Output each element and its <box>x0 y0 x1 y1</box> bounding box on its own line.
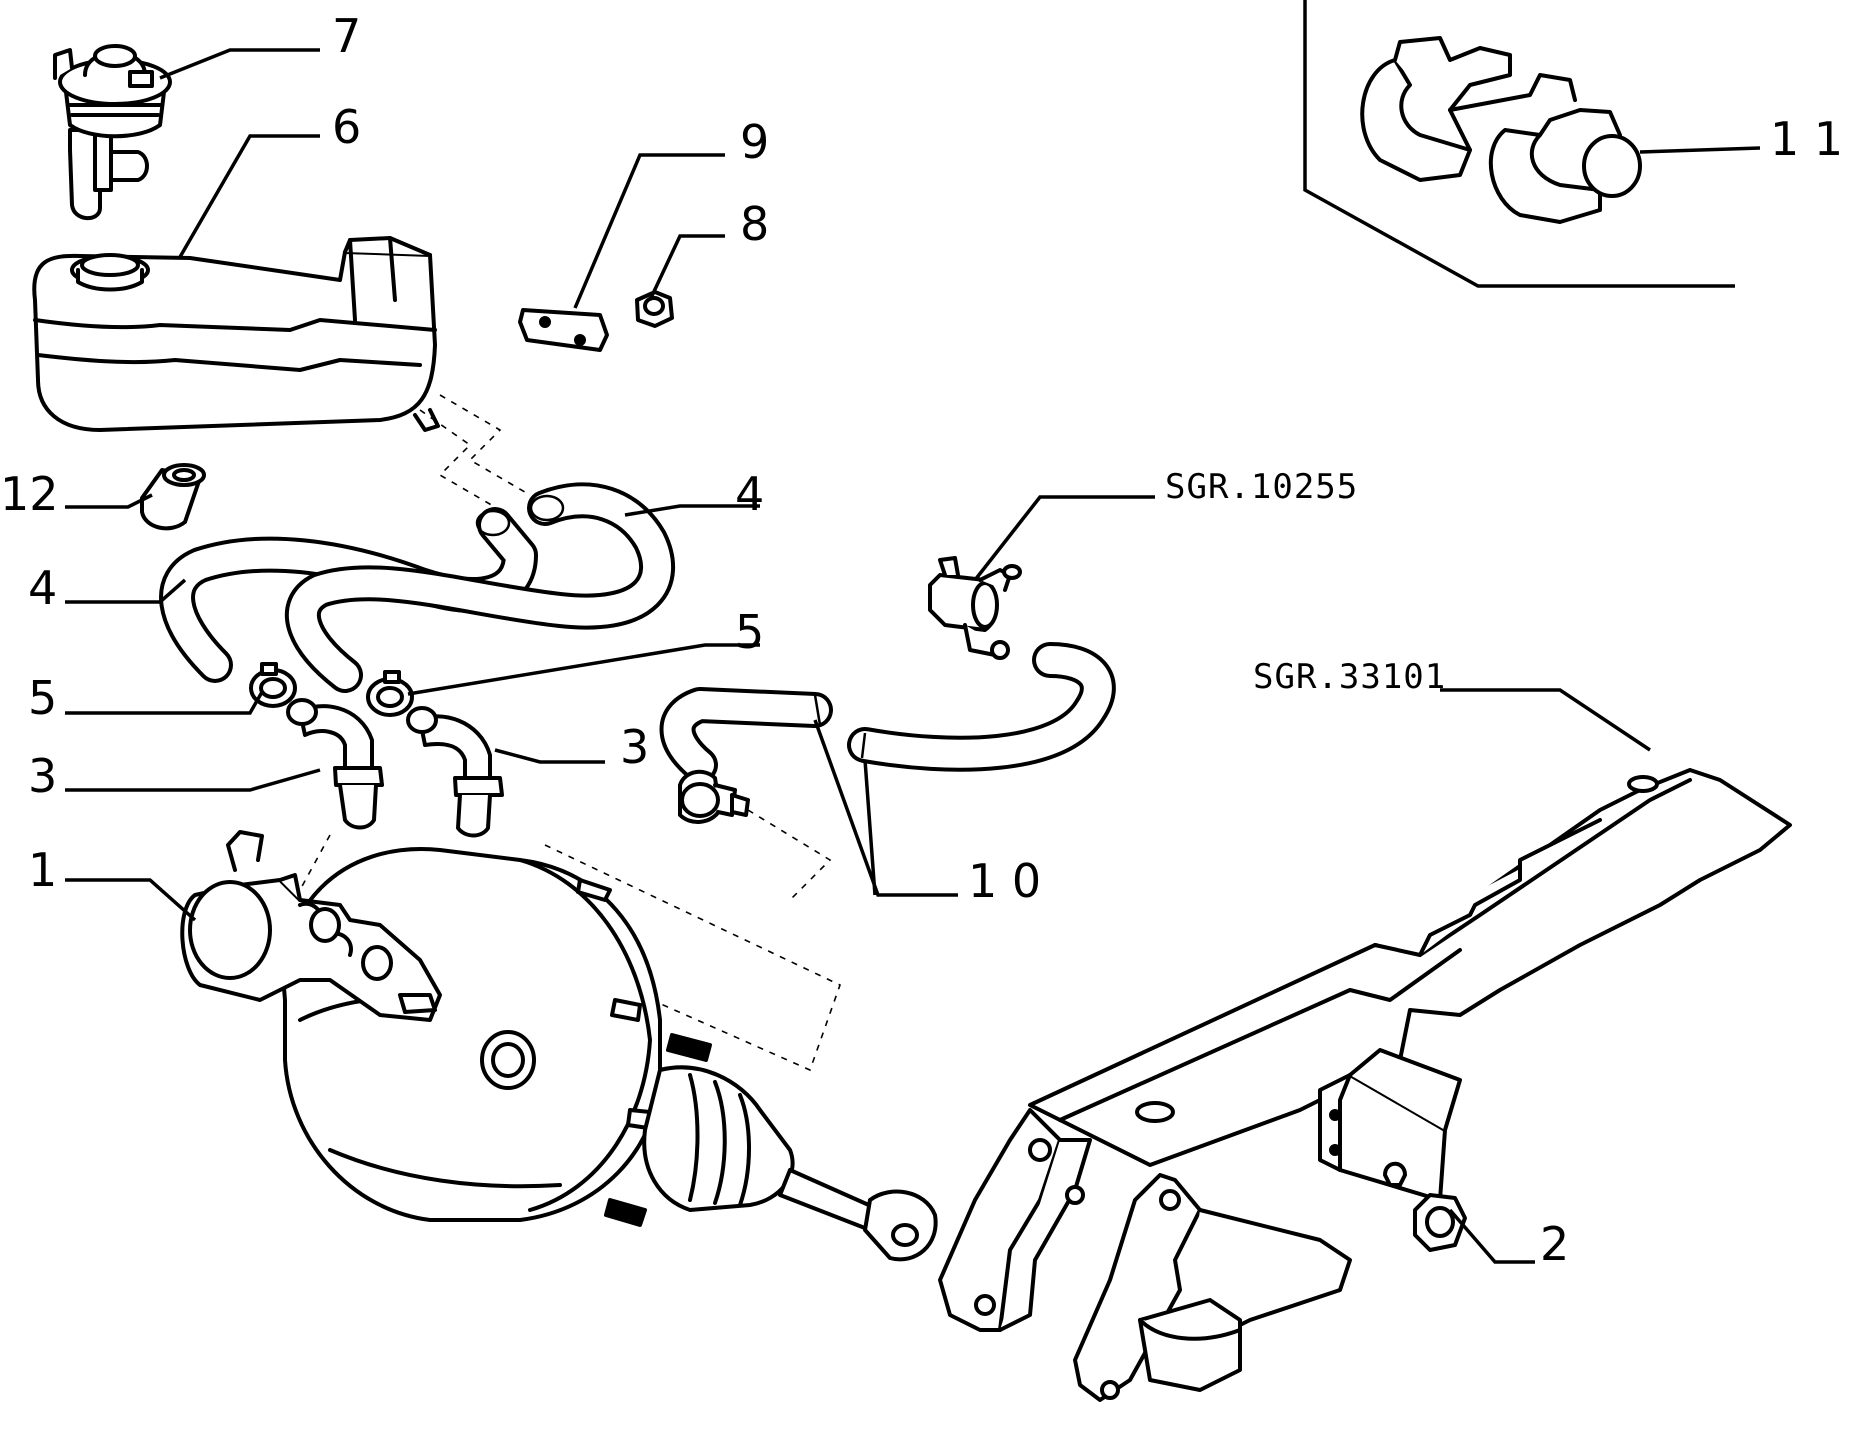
part-5-clamp-left <box>249 662 297 708</box>
callout-labels: 7 6 9 8 1 1 12 4 4 5 5 3 3 1 1 0 2 SGR.1… <box>0 9 1843 1271</box>
part-3-elbow-left <box>286 698 384 830</box>
alignment-lines-reservoir <box>419 394 531 511</box>
part-5-clamp-right <box>366 670 414 717</box>
callout-11: 1 1 <box>1770 112 1843 166</box>
callout-5-right: 5 <box>735 605 764 659</box>
callout-2: 2 <box>1540 1217 1569 1271</box>
callout-1: 1 <box>28 843 57 897</box>
part-sgr10255-connector <box>928 556 1022 660</box>
callout-8: 8 <box>740 197 769 251</box>
callout-7: 7 <box>332 9 361 63</box>
callout-9: 9 <box>740 115 769 169</box>
part-3-elbow-right <box>406 706 504 838</box>
alignment-line-valve <box>747 809 832 901</box>
callout-4-right: 4 <box>735 467 764 521</box>
part-11-double-clip <box>1360 36 1642 224</box>
part-12-grommet <box>140 463 206 531</box>
part-1-brake-booster-master-cylinder <box>180 830 938 1262</box>
alignment-lines-elbow <box>299 834 841 1072</box>
callout-10: 1 0 <box>968 854 1041 908</box>
part-10-vacuum-hose <box>659 642 1116 783</box>
ref-sgr-10255: SGR.10255 <box>1165 467 1358 507</box>
part-10-check-valve <box>678 769 750 824</box>
inset-frame <box>1303 0 1735 288</box>
callout-6: 6 <box>332 100 361 154</box>
callout-3-right: 3 <box>620 720 649 774</box>
part-6-fluid-reservoir <box>32 236 440 432</box>
callout-4-left: 4 <box>28 561 57 615</box>
callout-3-left: 3 <box>28 749 57 803</box>
leader-lines <box>65 48 1761 1264</box>
ref-sgr-33101: SGR.33101 <box>1253 657 1446 697</box>
part-7-reservoir-cap <box>53 44 172 221</box>
part-4-hoses <box>159 482 676 693</box>
part-9-plate <box>518 308 609 352</box>
part-8-nut <box>635 290 674 328</box>
part-2-bushing <box>1413 1193 1467 1252</box>
callout-12: 12 <box>0 467 59 521</box>
part-sgr33101-pedal-bracket <box>938 768 1792 1402</box>
callout-5-left: 5 <box>28 671 57 725</box>
